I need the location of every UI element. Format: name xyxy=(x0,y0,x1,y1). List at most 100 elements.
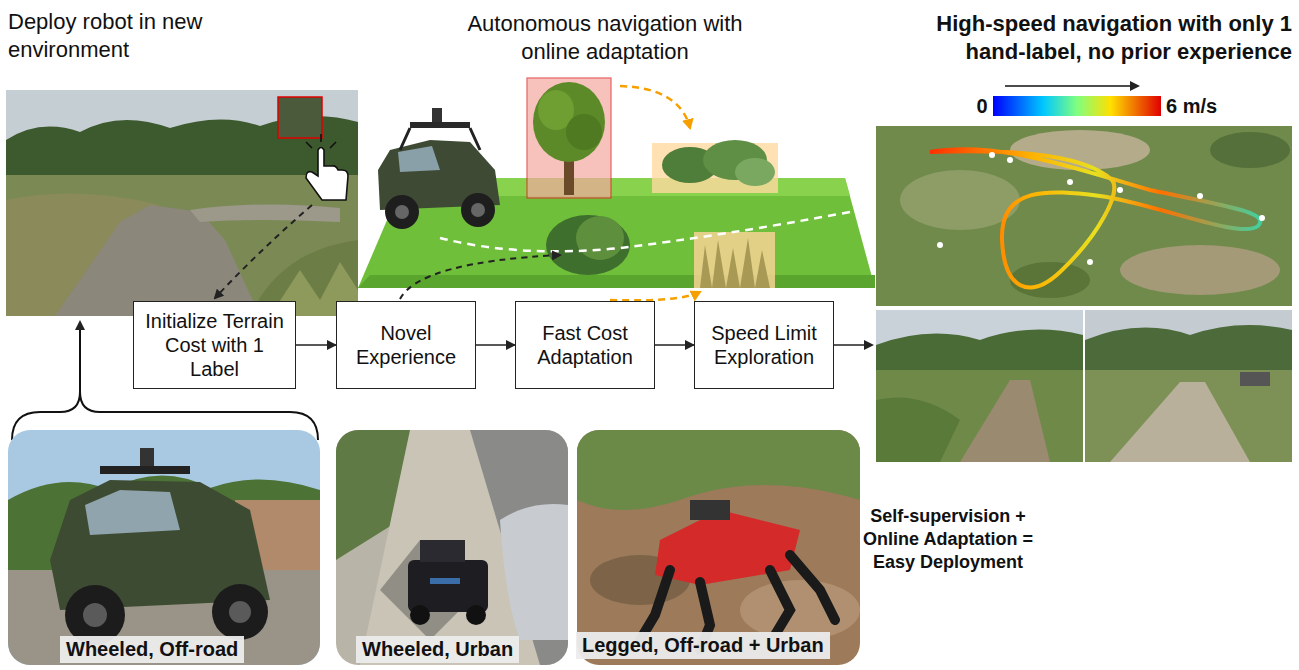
legged-photo xyxy=(655,510,800,585)
aerial-map xyxy=(1087,259,1093,265)
aerial-map xyxy=(1067,179,1073,185)
robot-caption: Legged, Off-road + Urban xyxy=(576,632,830,659)
aerial-map xyxy=(876,126,1292,306)
trail-photo xyxy=(960,380,1050,462)
aerial-map xyxy=(1120,245,1280,295)
text-group: Speed Limit Exploration xyxy=(703,321,825,369)
aerial-map xyxy=(989,152,995,158)
trail-photo xyxy=(876,398,960,463)
aerial-map xyxy=(937,242,943,248)
utv-photo xyxy=(100,466,190,474)
terrain-illustration xyxy=(527,78,611,198)
aerial-map xyxy=(1117,187,1123,193)
deploy-photo xyxy=(6,90,358,316)
utv-photo xyxy=(212,584,268,640)
robot-caption: Wheeled, Urban xyxy=(356,636,519,663)
terrain-illustration xyxy=(358,275,875,288)
dashed-leader xyxy=(834,344,872,346)
process-box: Speed Limit Exploration xyxy=(694,301,834,389)
dashed-leader xyxy=(215,205,312,298)
utv-photo xyxy=(83,603,107,627)
dashed-leader xyxy=(400,255,560,299)
terrain-illustration xyxy=(610,292,700,300)
process-box: Fast Cost Adaptation xyxy=(515,301,655,389)
robot-caption: Wheeled, Off-road xyxy=(60,636,244,663)
utv-photo xyxy=(8,430,320,665)
deploy-photo xyxy=(55,205,260,316)
utv-photo xyxy=(8,430,320,665)
text-group: Novel Experience xyxy=(345,321,467,369)
box-text: Novel Experience xyxy=(345,321,467,369)
urban-photo xyxy=(466,605,486,625)
terrain-illustration xyxy=(700,238,770,288)
terrain-illustration xyxy=(461,193,495,227)
process-box: Initialize Terrain Cost with 1 Label xyxy=(133,301,296,389)
aerial-map xyxy=(1259,215,1265,221)
axis-tick: 0 xyxy=(972,94,992,119)
flow-arrow xyxy=(296,344,336,346)
terrain-illustration xyxy=(546,215,630,275)
utv-photo xyxy=(229,601,251,623)
trail-photo xyxy=(876,310,1292,462)
terrain-illustration xyxy=(471,203,485,217)
speed-colorbar xyxy=(993,86,1161,116)
speed-colorbar xyxy=(993,96,1161,116)
trail-photo xyxy=(1110,382,1250,462)
utv-photo xyxy=(140,448,154,466)
axis-tick: 6 m/s xyxy=(1166,94,1236,119)
aerial-map xyxy=(930,149,1260,287)
deploy-photo xyxy=(306,134,336,148)
bracket xyxy=(12,322,80,440)
box-text: Speed Limit Exploration xyxy=(703,321,825,369)
legged-photo xyxy=(690,500,730,520)
urban-photo xyxy=(420,540,465,562)
trail-photo xyxy=(1240,372,1270,386)
terrain-illustration xyxy=(395,205,409,219)
urban-photo xyxy=(430,578,460,584)
aerial-map xyxy=(1210,132,1290,168)
section-heading: Deploy robot in new environment xyxy=(8,8,268,64)
legged-photo xyxy=(577,430,860,665)
deploy-photo xyxy=(6,175,358,316)
aerial-map xyxy=(1197,193,1203,199)
trail-photo xyxy=(876,310,1083,462)
urban-photo xyxy=(410,605,430,625)
terrain-illustration xyxy=(576,216,624,260)
urban-photo xyxy=(336,430,568,665)
aerial-map xyxy=(876,126,1292,306)
text-group: Fast Cost Adaptation xyxy=(524,321,646,369)
terrain-illustration xyxy=(358,78,875,300)
box-text: Initialize Terrain Cost with 1 Label xyxy=(142,309,287,381)
legged-photo xyxy=(577,430,860,510)
deploy-photo xyxy=(306,148,348,201)
urban-photo xyxy=(336,430,568,665)
box-text: Fast Cost Adaptation xyxy=(524,321,646,369)
deploy-photo xyxy=(190,204,340,222)
aerial-map xyxy=(1007,157,1013,163)
trail-photo xyxy=(876,370,1083,462)
speed-colorbar xyxy=(1005,85,1138,87)
terrain-illustration xyxy=(398,146,440,172)
terrain-illustration xyxy=(694,232,775,288)
text-group: Initialize Terrain Cost with 1 Label xyxy=(142,309,287,381)
utv-photo xyxy=(85,490,180,535)
terrain-illustration xyxy=(566,114,602,150)
legged-photo xyxy=(740,580,860,640)
deploy-photo xyxy=(278,97,322,138)
urban-photo xyxy=(408,560,488,612)
trail-photo xyxy=(1085,310,1292,462)
section-heading: Autonomous navigation with online adapta… xyxy=(455,10,755,66)
urban-photo xyxy=(500,504,568,640)
section-heading: High-speed navigation with only 1 hand-l… xyxy=(888,10,1292,66)
flow-arrow xyxy=(655,344,694,346)
flow-arrow xyxy=(476,344,515,346)
terrain-illustration xyxy=(440,212,850,251)
trail-photo xyxy=(1085,370,1292,462)
section-heading: Self-supervision + Online Adaptation = E… xyxy=(848,505,1048,574)
urban-photo xyxy=(470,430,568,665)
terrain-illustration xyxy=(400,128,480,150)
deploy-photo xyxy=(6,90,358,316)
legged-photo xyxy=(577,430,860,665)
terrain-illustration xyxy=(735,158,775,186)
